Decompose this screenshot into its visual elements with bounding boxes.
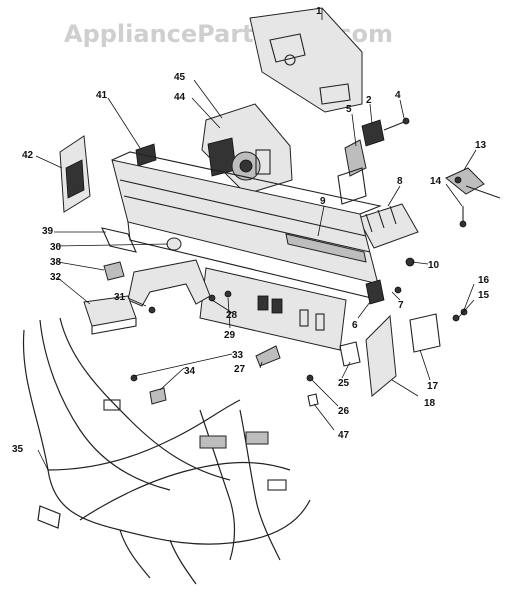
callout-29: 29 (224, 330, 236, 341)
callout-2: 2 (366, 95, 372, 106)
callout-18: 18 (424, 398, 436, 409)
callout-9: 9 (320, 196, 326, 207)
callout-17: 17 (427, 381, 439, 392)
callout-16: 16 (478, 275, 490, 286)
callout-47: 47 (338, 430, 350, 441)
part-32-display-module (83, 295, 137, 335)
part-6-7-bracket (365, 279, 402, 305)
part-42-left-end-cap (59, 135, 91, 213)
callout-labels: 1 2 4 5 6 7 8 9 10 13 14 15 16 17 18 25 … (12, 6, 490, 455)
part-13-latch (445, 167, 501, 199)
part-30-knob (166, 237, 182, 251)
callout-27: 27 (234, 364, 246, 375)
callout-4: 4 (395, 90, 401, 101)
callout-28: 28 (226, 310, 238, 321)
part-35-wiring-harness (22, 317, 311, 585)
part-33-34-small-parts (130, 374, 167, 405)
part-17-bracket (409, 308, 468, 353)
part-27-button (255, 345, 281, 367)
callout-6: 6 (352, 320, 358, 331)
callout-26: 26 (338, 406, 350, 417)
console-front-face (199, 267, 347, 351)
callout-25: 25 (338, 378, 350, 389)
callout-30: 30 (50, 242, 62, 253)
callout-8: 8 (397, 176, 403, 187)
part-28-29-screws (148, 290, 232, 314)
callout-35: 35 (12, 444, 24, 455)
part-44-45-timer-assembly (201, 103, 293, 195)
part-8-terminal-block (357, 203, 419, 249)
callout-15: 15 (478, 290, 490, 301)
callout-44: 44 (174, 92, 186, 103)
callout-31: 31 (114, 292, 126, 303)
callout-45: 45 (174, 72, 186, 83)
part-18-right-end-cap (365, 314, 397, 397)
callout-1: 1 (316, 6, 322, 17)
callout-10: 10 (428, 260, 440, 271)
callout-5: 5 (346, 104, 352, 115)
callout-14: 14 (430, 176, 442, 187)
part-2-4-5-bracket (337, 117, 410, 205)
callout-34: 34 (184, 366, 196, 377)
part-38-bushing (103, 261, 125, 281)
callout-13: 13 (475, 140, 487, 151)
part-31-bracket-handle (127, 259, 211, 307)
callout-41: 41 (96, 90, 108, 101)
callout-42: 42 (22, 150, 34, 161)
part-25-26-47-small-parts (306, 341, 361, 407)
callout-7: 7 (398, 300, 404, 311)
part-14-screw (459, 206, 467, 228)
callout-39: 39 (42, 226, 54, 237)
callout-33: 33 (232, 350, 244, 361)
leader-lines (35, 8, 477, 471)
callout-32: 32 (50, 272, 62, 283)
callout-38: 38 (50, 257, 62, 268)
part-9-strip (285, 233, 367, 263)
